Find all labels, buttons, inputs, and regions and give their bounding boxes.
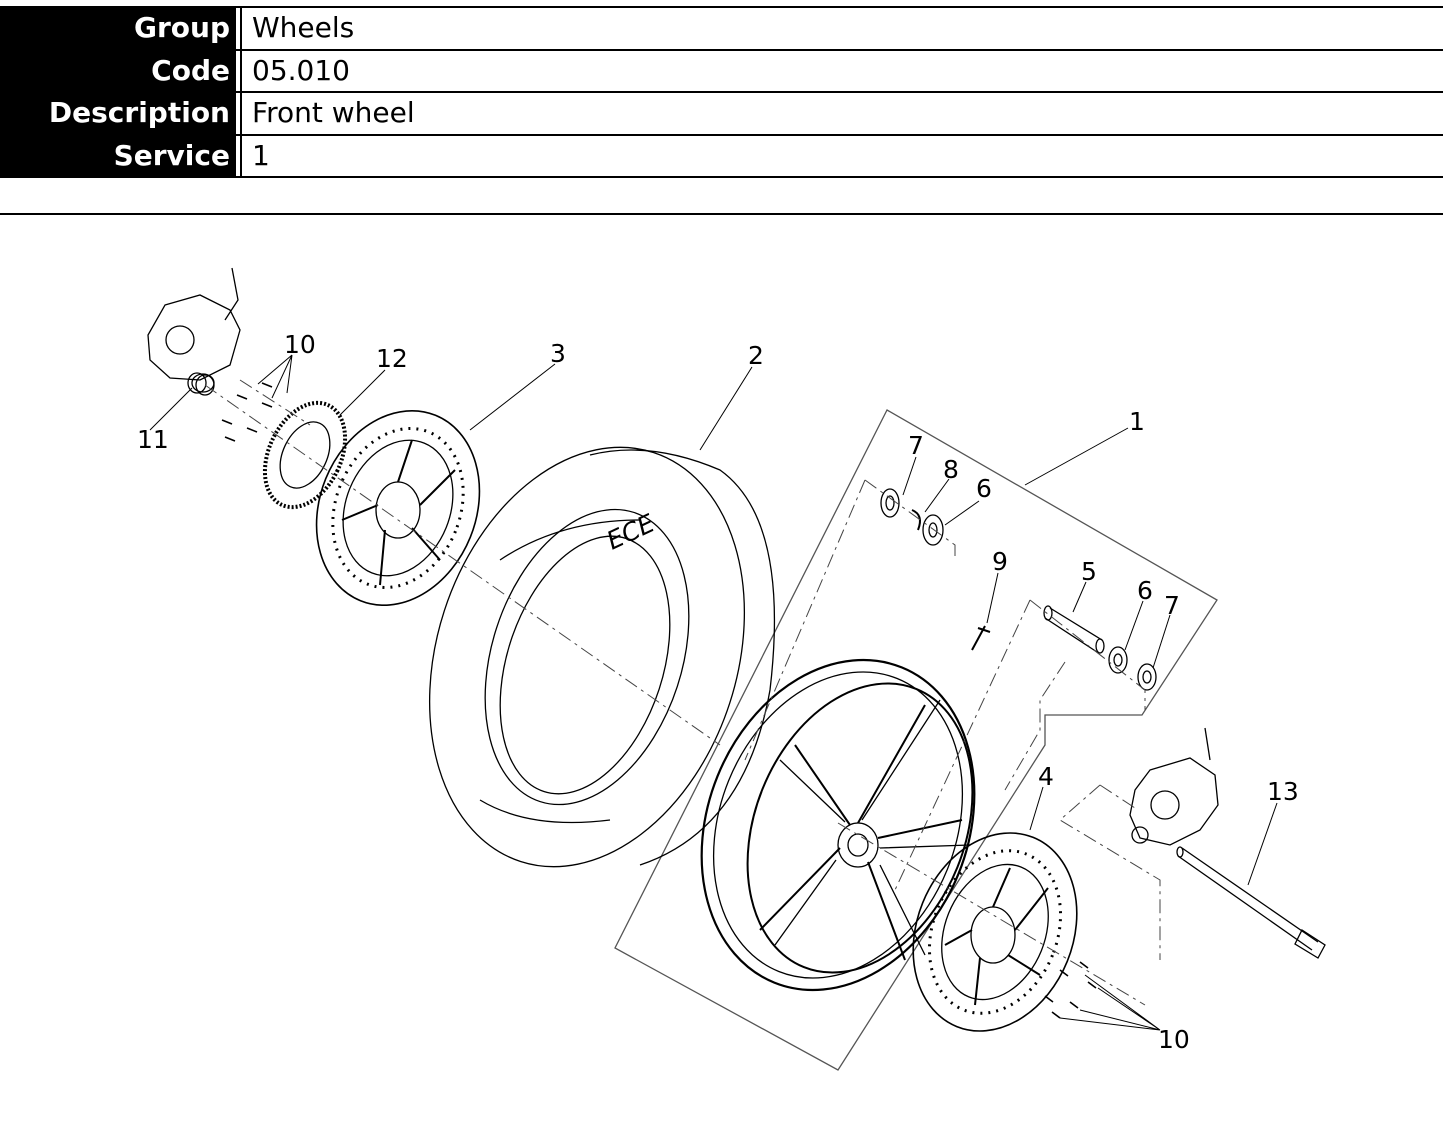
info-row-group: Group Wheels [0,8,1443,51]
info-key: Service [0,135,236,176]
info-value: Front wheel [240,93,1443,134]
info-value: 05.010 [240,50,1443,91]
callout-8: 8 [943,455,959,484]
callout-13: 13 [1267,777,1299,806]
info-row-code: Code 05.010 [0,50,1443,93]
tire-marking: ECE [602,508,659,555]
screws-right [1044,961,1097,1019]
bearings-top [880,488,944,546]
callout-1: 1 [1129,407,1145,436]
spacer [187,372,215,396]
brake-disc-right [912,832,1078,1032]
callout-6-top: 6 [976,474,992,503]
callout-4: 4 [1038,762,1054,791]
info-key: Description [0,93,236,134]
callout-3: 3 [550,339,566,368]
callout-7-top: 7 [908,431,924,460]
tire [428,446,776,868]
caliper-left [147,267,241,393]
callout-9: 9 [992,547,1008,576]
valve [971,625,991,651]
screws-left [221,382,273,442]
callout-2: 2 [748,341,764,370]
callout-7-right: 7 [1164,591,1180,620]
rim [700,658,976,992]
divider [0,213,1443,215]
callout-10-left: 10 [284,330,316,359]
tone-wheel [262,400,348,510]
callout-6-right: 6 [1137,576,1153,605]
callout-5: 5 [1081,557,1097,586]
info-value: Wheels [240,8,1443,49]
caliper-right [1129,727,1219,846]
assembly-frame [614,409,1218,1071]
info-value: 1 [240,135,1443,176]
callout-11: 11 [137,425,169,454]
info-table: Group Wheels Code 05.010 Description Fro… [0,6,1443,178]
brake-disc-left [315,409,481,607]
callout-12: 12 [376,344,408,373]
info-key: Code [0,50,236,91]
spindle [1176,846,1326,959]
spacer-and-bearings [1043,605,1157,691]
info-row-description: Description Front wheel [0,93,1443,136]
callout-10-right: 10 [1158,1025,1190,1054]
info-row-service: Service 1 [0,135,1443,178]
info-key: Group [0,8,236,49]
